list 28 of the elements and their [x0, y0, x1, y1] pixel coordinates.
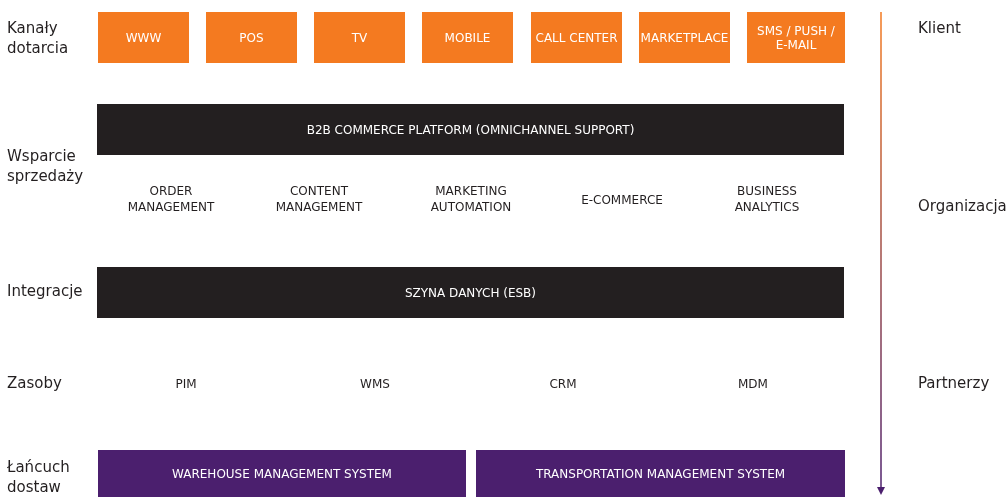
- channel-box: POS: [206, 12, 297, 63]
- module-label: CONTENT MANAGEMENT: [274, 183, 364, 215]
- channel-box: MOBILE: [422, 12, 513, 63]
- tier-label: Organizacja: [918, 196, 1006, 216]
- channel-box: SMS / PUSH / E-MAIL: [747, 12, 845, 63]
- channel-box: TV: [314, 12, 405, 63]
- layer-label: Wsparcie sprzedaży: [7, 146, 85, 186]
- module-label: ORDER MANAGEMENT: [126, 183, 216, 215]
- channel-box: CALL CENTER: [531, 12, 622, 63]
- layer-label: Kanały dotarcia: [7, 18, 70, 58]
- tier-label: Klient: [918, 18, 962, 38]
- layer-label: Integracje: [7, 281, 84, 301]
- module-label: BUSINESS ANALYTICS: [733, 183, 801, 215]
- module-label: WMS: [359, 376, 391, 392]
- module-label: CRM: [548, 376, 578, 392]
- system-bar: WAREHOUSE MANAGEMENT SYSTEM: [98, 450, 466, 497]
- system-bar: TRANSPORTATION MANAGEMENT SYSTEM: [476, 450, 845, 497]
- tier-label: Partnerzy: [918, 373, 991, 393]
- channel-box: MARKETPLACE: [639, 12, 730, 63]
- platform-bar: SZYNA DANYCH (ESB): [97, 267, 844, 318]
- platform-bar: B2B COMMERCE PLATFORM (OMNICHANNEL SUPPORT): [97, 104, 844, 155]
- module-label: MDM: [737, 376, 769, 392]
- layer-label: Zasoby: [7, 373, 63, 393]
- module-label: MARKETING AUTOMATION: [429, 183, 513, 215]
- module-label: E-COMMERCE: [580, 192, 664, 208]
- module-label: PIM: [174, 376, 198, 392]
- channel-box: WWW: [98, 12, 189, 63]
- layer-label: Łańcuch dostaw: [7, 457, 71, 497]
